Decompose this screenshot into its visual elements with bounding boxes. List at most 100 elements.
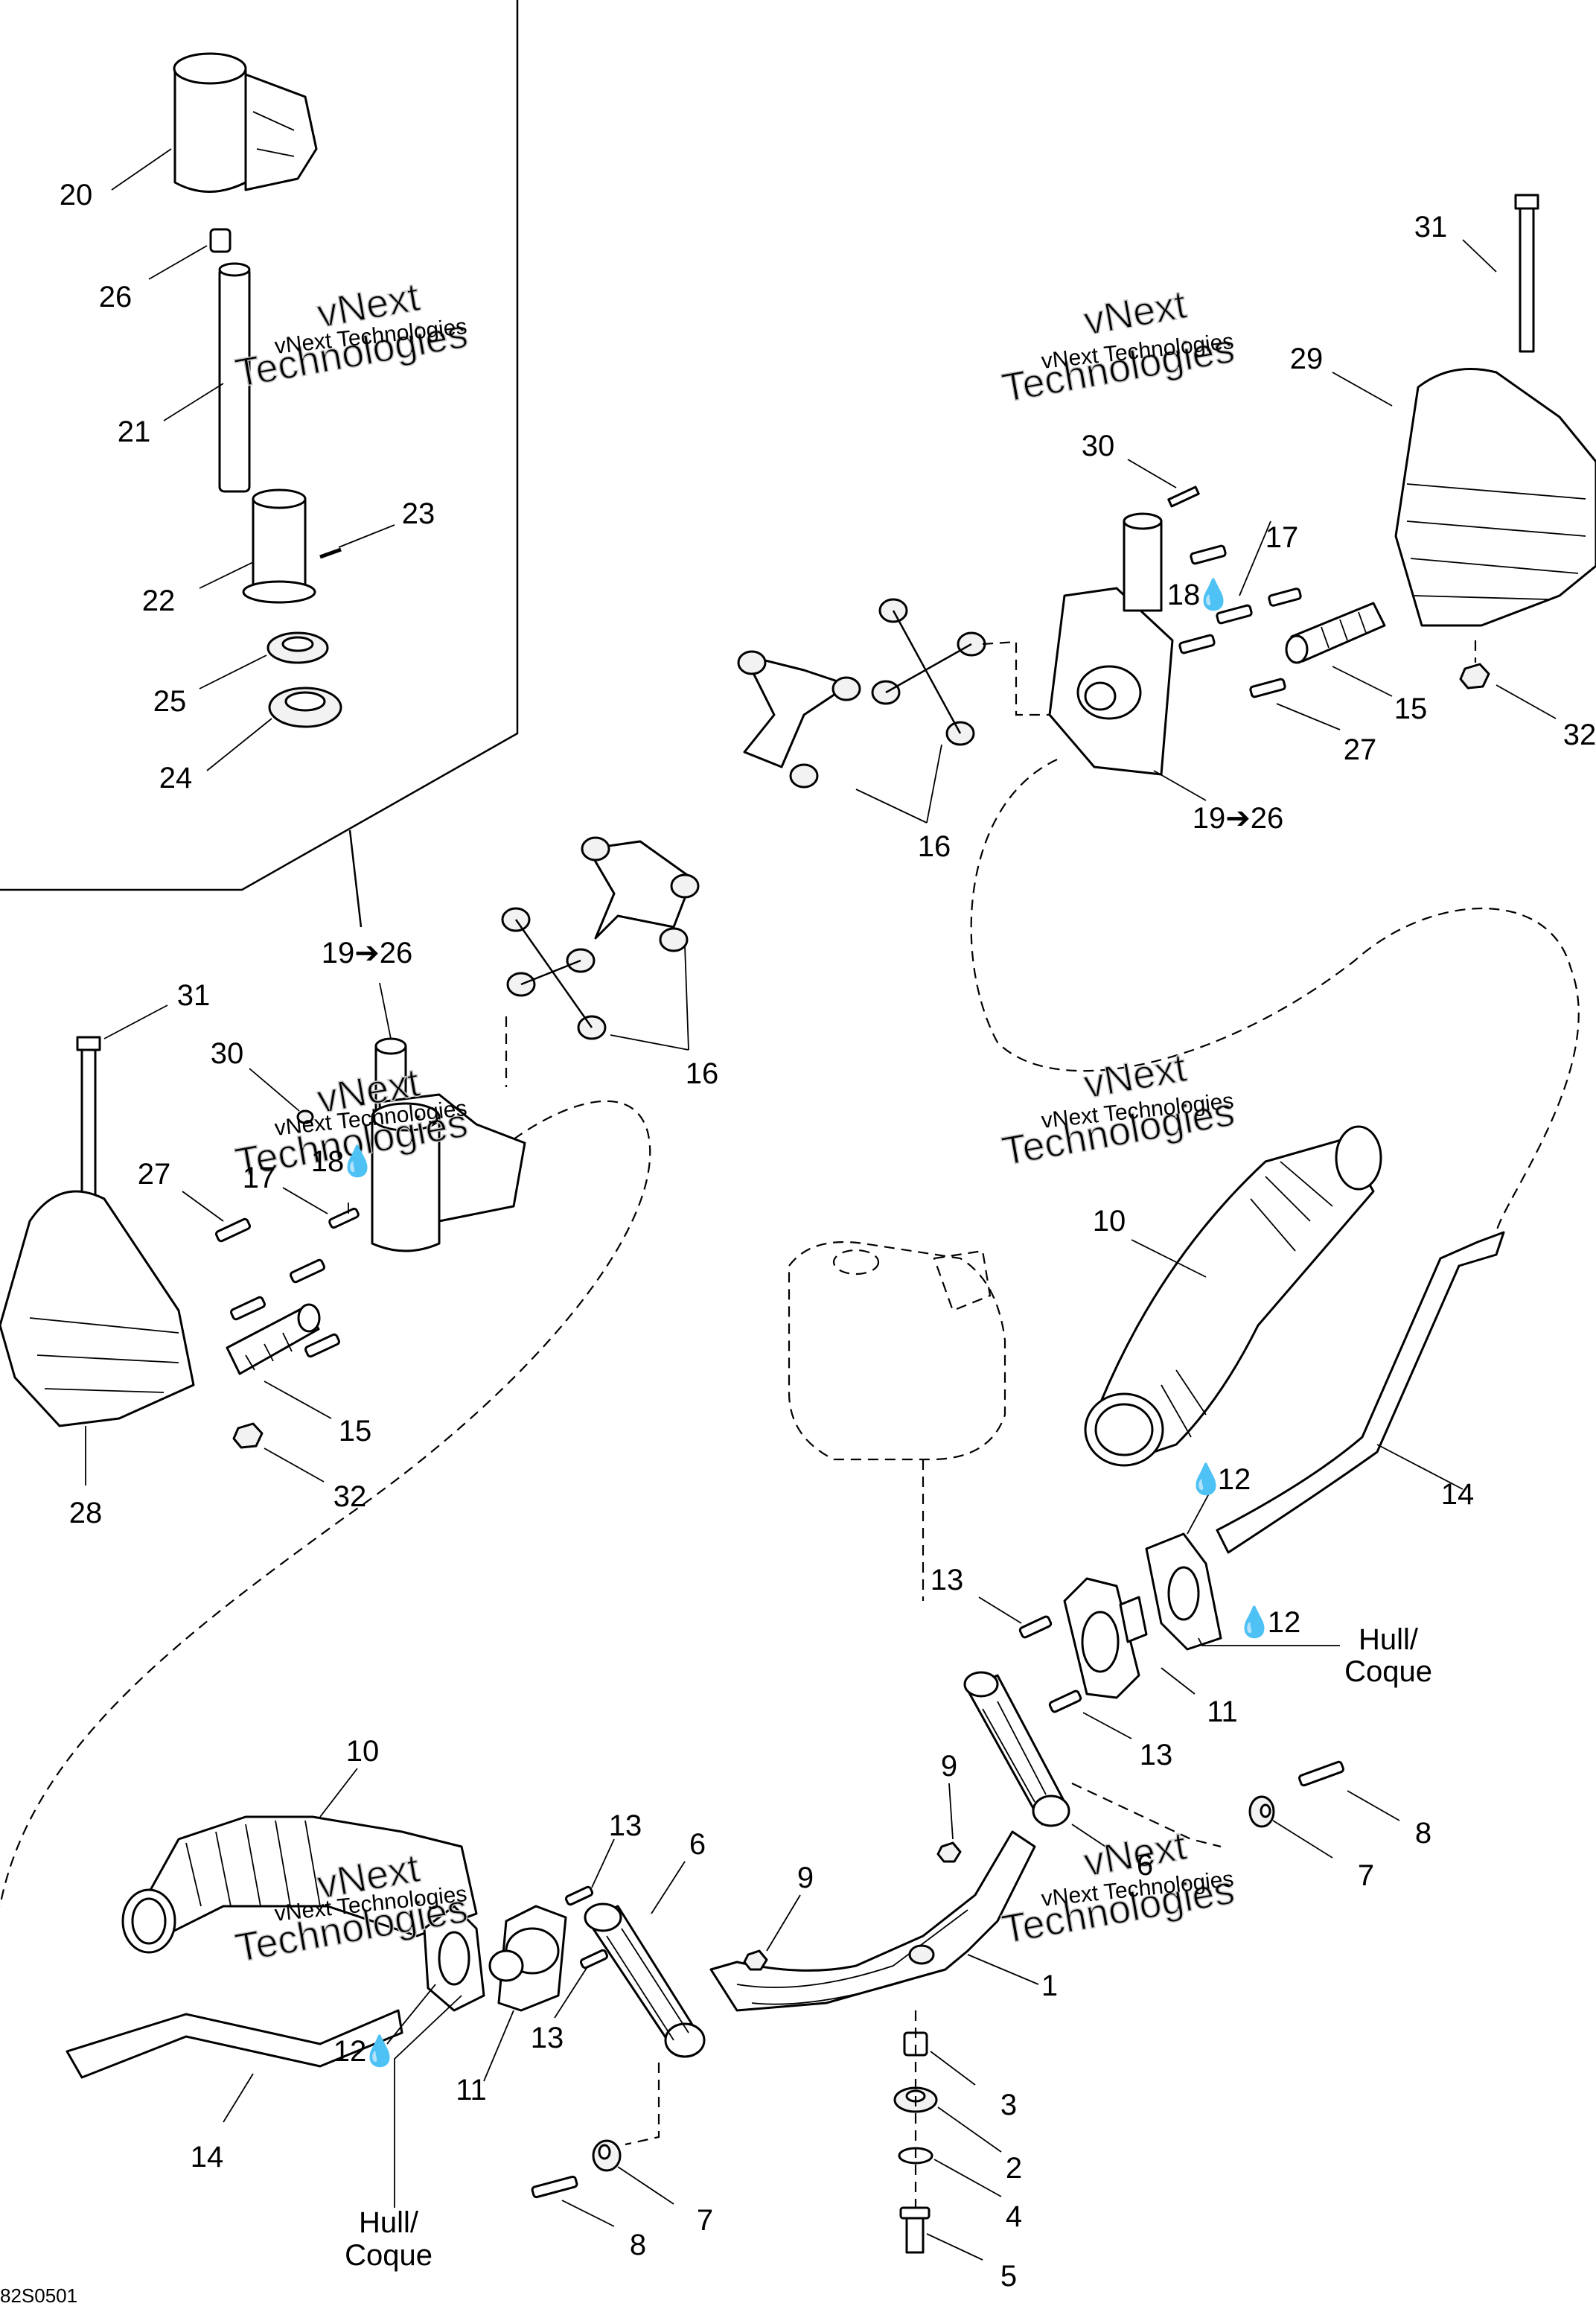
callout-32-right: 32 [1563, 719, 1596, 751]
part-8-7-right-fastener [1248, 1760, 1400, 1859]
part-15-right-shaft [1285, 602, 1393, 697]
callout-28: 28 [69, 1497, 103, 1529]
callout-3: 3 [1000, 2089, 1017, 2121]
callout-19-26-left: 19➔26 [322, 937, 413, 969]
drop-icon-12c: 💧 [361, 2034, 398, 2069]
callout-17-right: 17 [1265, 521, 1299, 554]
callout-5: 5 [1000, 2260, 1017, 2293]
hull-left-line2: Coque [345, 2239, 432, 2272]
callout-18-right: 18 [1167, 579, 1201, 611]
callout-19-26-right: 19➔26 [1193, 802, 1284, 835]
part-32-right-nut [1459, 640, 1557, 719]
part-14-left-hose [66, 2009, 403, 2123]
drop-icon-12a: 💧 [1187, 1462, 1225, 1497]
callout-18-left: 18 [311, 1145, 345, 1178]
hull-right-line1: Hull/ [1359, 1623, 1419, 1656]
part-27-right-bolt [1249, 678, 1341, 730]
part-32-left-nut [232, 1422, 325, 1483]
callout-12b: 12 [1268, 1606, 1301, 1639]
part-6-right-arm [963, 1671, 1222, 1855]
wm-line2: vNext [1081, 282, 1190, 344]
part-25-seal [266, 631, 329, 664]
part-13-right-bolts [978, 1596, 1132, 1739]
callout-31-left: 31 [177, 979, 211, 1012]
watermark-top-right: vNext Technologies vNext Technologies [998, 281, 1238, 412]
callout-29: 29 [1290, 343, 1324, 375]
callout-6-left: 6 [689, 1828, 706, 1861]
callout-22: 22 [142, 585, 176, 617]
part-16-left-linkage [501, 836, 700, 1087]
part-6-left-arm [584, 1861, 706, 2146]
part-24-nut [268, 687, 342, 728]
part-31-right-bolt [1462, 194, 1539, 353]
part-29-right-cover [1332, 368, 1596, 627]
callout-27-right: 27 [1344, 733, 1377, 766]
callout-9a: 9 [941, 1750, 957, 1783]
callout-9b: 9 [797, 1862, 814, 1894]
inset-leaders [111, 148, 395, 771]
callout-17-left: 17 [243, 1162, 276, 1194]
callout-21: 21 [118, 415, 151, 448]
callout-27-left: 27 [138, 1158, 171, 1191]
part-9-right-nut [936, 1783, 962, 1863]
part-10-left-boot [121, 1768, 478, 1954]
callout-30-left: 30 [211, 1037, 244, 1070]
part-21-shaft [218, 262, 251, 493]
part-13-left-bolts [554, 1838, 615, 2019]
part-30-left-screw [249, 1068, 314, 1124]
callout-13d: 13 [531, 2022, 564, 2054]
part-26-cap [209, 228, 232, 253]
part-11-right-flange [1063, 1577, 1196, 1699]
callout-30-right: 30 [1082, 430, 1115, 462]
callout-labels: 20 26 21 23 22 25 24 31 29 30 17 18 💧 15… [60, 179, 1596, 2293]
part-7-8-left-fastener [531, 2139, 674, 2227]
drop-icon-18-left: 💧 [339, 1144, 376, 1179]
callout-31-right: 31 [1414, 211, 1448, 243]
dashed-hose-route-right [970, 759, 1580, 1233]
drop-icon-12b: 💧 [1236, 1605, 1273, 1640]
part-15-left-shaft [226, 1303, 332, 1419]
callout-4: 4 [1006, 2200, 1022, 2233]
callout-26: 26 [99, 281, 133, 313]
callout-16-left: 16 [686, 1057, 719, 1090]
part-1-bracket [709, 1830, 1039, 2012]
callout-2: 2 [1006, 2152, 1022, 2185]
parts-3-2-4-5-stack [893, 2010, 1002, 2261]
hull-labels: Hull/ Coque Hull/ Coque [345, 1623, 1432, 2272]
callout-10-right: 10 [1093, 1205, 1126, 1238]
part-19-26-right-housing [1048, 512, 1207, 801]
callout-32-left: 32 [333, 1480, 367, 1513]
part-10-right-boot [1084, 1125, 1382, 1467]
inset-frame [0, 0, 519, 928]
callout-8-right: 8 [1415, 1817, 1431, 1850]
part-9-left-nut [743, 1894, 801, 1971]
callout-14-right: 14 [1441, 1478, 1475, 1511]
callout-10-left: 10 [346, 1735, 380, 1768]
callout-13c: 13 [609, 1809, 642, 1842]
part-19-26-left-housing [371, 982, 526, 1252]
callout-1: 1 [1041, 1969, 1058, 2002]
part-20-housing [173, 52, 318, 193]
callout-7-left: 7 [697, 2204, 713, 2237]
callout-6-right: 6 [1137, 1849, 1153, 1882]
callout-7-right: 7 [1358, 1859, 1374, 1892]
callout-23: 23 [402, 497, 435, 530]
part-12-right-gasket [1145, 1485, 1340, 1651]
callout-25: 25 [153, 685, 187, 718]
callout-16-right: 16 [918, 830, 951, 863]
part-28-left-cover [0, 1190, 195, 1485]
part-11-left-flange [483, 1905, 567, 2082]
callout-13b: 13 [1140, 1739, 1173, 1771]
part-14-right-hose [1216, 1231, 1505, 1554]
part-23-pin [319, 547, 342, 559]
callout-15-left: 15 [339, 1415, 372, 1448]
part-12-left-gasket [386, 1905, 485, 2208]
callout-15-right: 15 [1394, 692, 1428, 725]
callout-24: 24 [159, 762, 193, 794]
part-22-bushing [242, 488, 316, 604]
drop-icon-18-right: 💧 [1195, 577, 1232, 612]
dashed-hose-route-left [0, 1100, 651, 1907]
part-16-right-linkage [737, 598, 1050, 824]
part-30-right-screw [1127, 459, 1200, 508]
